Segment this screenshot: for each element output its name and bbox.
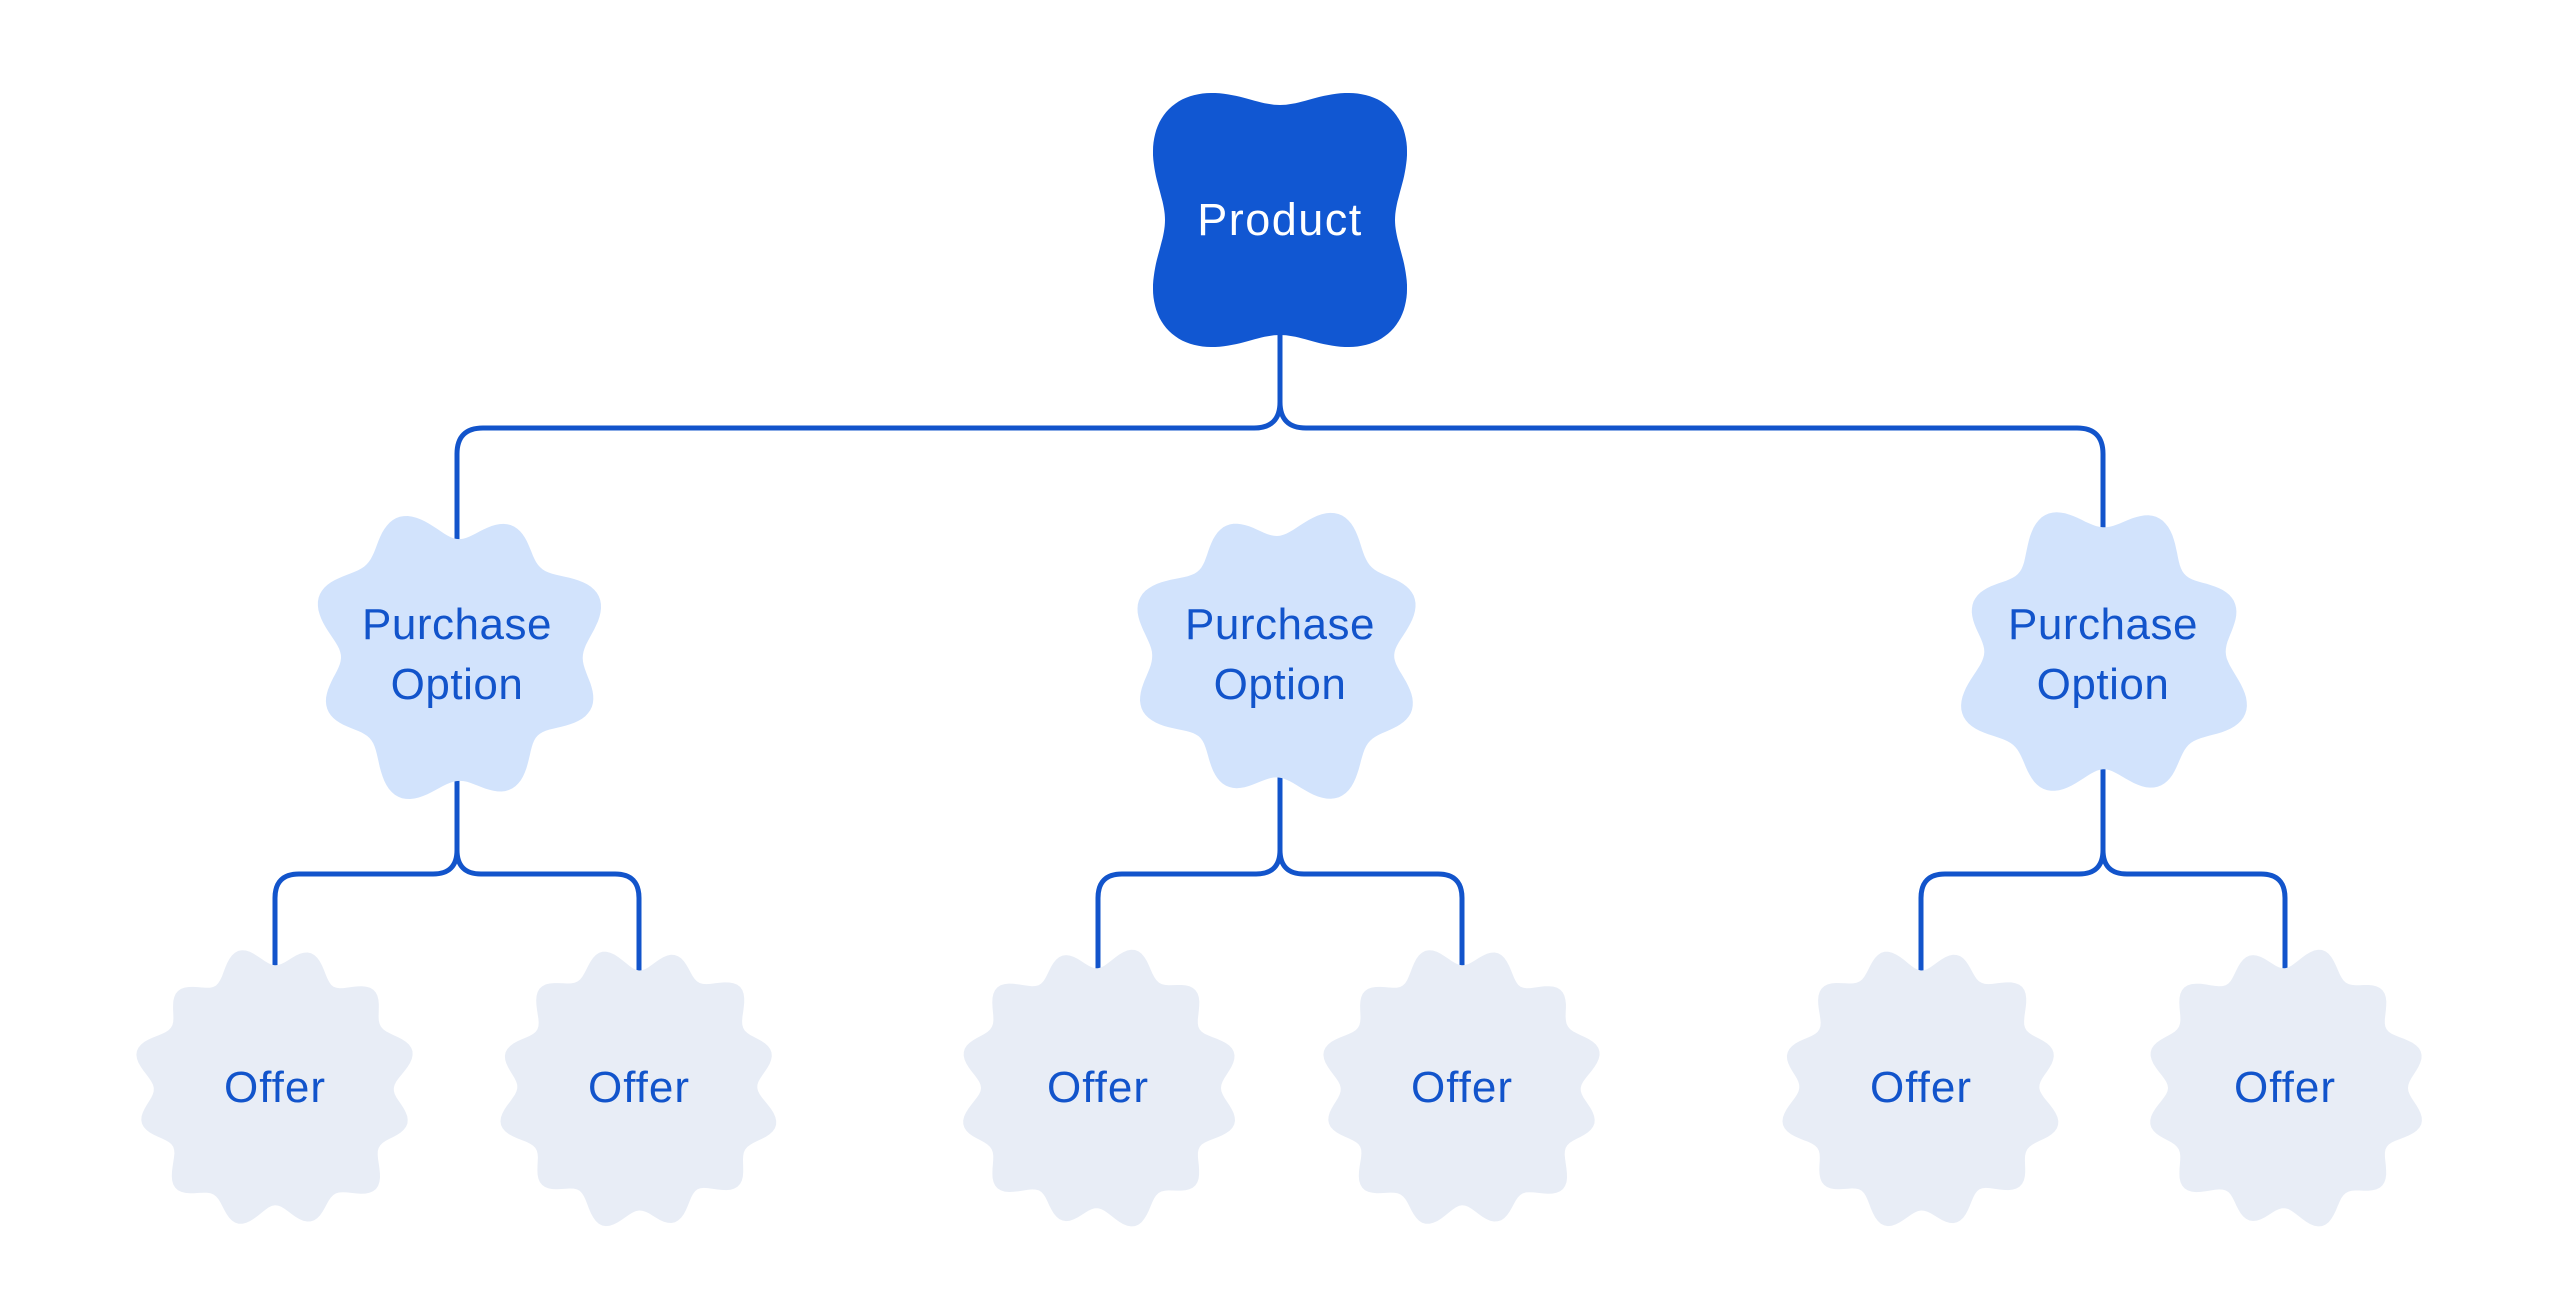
offer-node-1b: Offer: [494, 943, 784, 1233]
offer-label-3b: Offer: [2233, 1063, 2336, 1112]
purchase-option-node-1: Purchase Option: [297, 495, 617, 815]
offer-node-1a: Offer: [130, 943, 420, 1233]
product-label: Product: [1197, 194, 1363, 245]
offer-node-3b: Offer: [2140, 943, 2430, 1233]
offer-blob-shape: [1323, 950, 1600, 1224]
purchase-option-blob-shape: [1137, 512, 1416, 799]
purchase-option-blob-icon: [1961, 512, 2247, 791]
purchase-option-label-3: Purchase Option: [2008, 600, 2198, 709]
connector-purchase3-to-offer-right: [2100, 755, 2288, 988]
purchase-option-blob-shape: [317, 516, 601, 799]
connector-product-to-purchase-right: [1277, 302, 2106, 563]
offer-label-3a: Offer: [1869, 1063, 1972, 1112]
offer-label-2b: Offer: [1410, 1063, 1513, 1112]
connector-product-to-purchase-left: [454, 302, 1283, 563]
purchase-option-label-2: Purchase Option: [1185, 600, 1375, 709]
purchase-option-node-3: Purchase Option: [1943, 495, 2263, 815]
purchase-option-blob-icon: [1137, 512, 1416, 799]
offer-blob-icon: [1323, 950, 1600, 1224]
offer-label-2a: Offer: [1046, 1063, 1149, 1112]
offer-label-1a: Offer: [223, 1063, 326, 1112]
offer-label-1b: Offer: [587, 1063, 690, 1112]
offer-blob-icon: [136, 950, 413, 1224]
offer-blob-shape: [500, 951, 777, 1227]
offer-blob-shape: [1782, 951, 2059, 1227]
connector-purchase1-to-offer-right: [454, 755, 642, 988]
purchase-option-node-2: Purchase Option: [1120, 495, 1440, 815]
offer-blob-icon: [2150, 949, 2422, 1227]
offer-blob-shape: [963, 949, 1235, 1227]
product-blob-shape: [1153, 93, 1407, 347]
offer-blob-icon: [1782, 951, 2059, 1227]
purchase-option-label-1: Purchase Option: [362, 600, 552, 709]
offer-node-3a: Offer: [1776, 943, 2066, 1233]
product-node: Product: [1115, 55, 1445, 385]
offer-blob-icon: [500, 951, 777, 1227]
offer-blob-icon: [963, 949, 1235, 1227]
offer-node-2a: Offer: [953, 943, 1243, 1233]
offer-blob-shape: [2150, 949, 2422, 1227]
purchase-option-blob-icon: [317, 516, 601, 799]
purchase-option-blob-shape: [1961, 512, 2247, 791]
offer-blob-shape: [136, 950, 413, 1224]
connector-purchase2-to-offer-right: [1277, 755, 1465, 988]
offer-node-2b: Offer: [1317, 943, 1607, 1233]
product-blob-icon: [1153, 93, 1407, 347]
